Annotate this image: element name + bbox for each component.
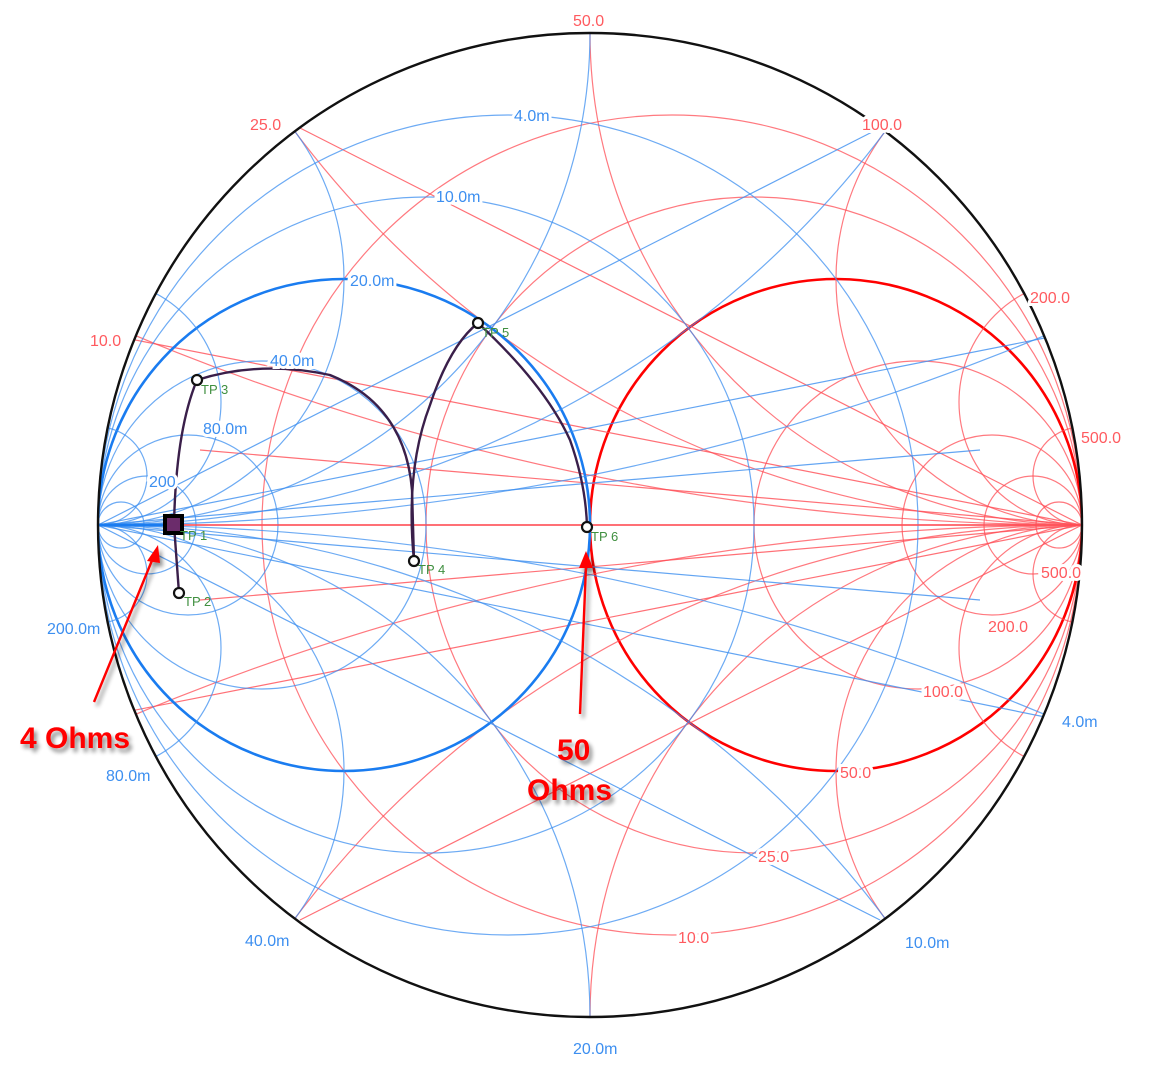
- annotation-4-ohms: 4 Ohms: [20, 545, 160, 755]
- label-r50-inner: 50.0: [840, 765, 871, 782]
- label-g40-top: 40.0m: [270, 353, 314, 370]
- label-g10-top: 10.0m: [436, 189, 480, 206]
- tp5-label: TP 5: [482, 325, 509, 340]
- label-r10-inner: 10.0: [678, 930, 709, 947]
- label-r500-inner: 500.0: [1041, 565, 1081, 582]
- annotation-4-ohms-text: 4 Ohms: [20, 722, 130, 755]
- label-g200-top: 200: [149, 474, 176, 491]
- label-r50-top: 50.0: [573, 13, 604, 30]
- label-g4-top: 4.0m: [514, 108, 550, 125]
- label-r10-top: 10.0: [90, 333, 121, 350]
- label-g20-bottom: 20.0m: [573, 1041, 617, 1058]
- impedance-labels: 50.0 25.0 100.0 10.0 200.0 500.0 500.0 2…: [87, 10, 1124, 950]
- trace-tp3-tp4: [196, 367, 416, 562]
- label-r25-top: 25.0: [250, 117, 281, 134]
- trace-tp5-tp6: [477, 322, 589, 528]
- label-g80-bottom: 80.0m: [106, 768, 150, 785]
- tp1-marker[interactable]: [163, 514, 184, 535]
- matching-trace: [172, 322, 589, 594]
- trace-tp1-tp2: [172, 524, 181, 594]
- tp3-marker[interactable]: [190, 373, 204, 387]
- tp2-marker[interactable]: [172, 586, 186, 600]
- label-g200-bottom: 200.0m: [47, 621, 100, 638]
- label-g10-bottom: 10.0m: [905, 935, 949, 952]
- label-r500-top: 500.0: [1081, 430, 1121, 447]
- trace-tp1-tp3: [172, 379, 199, 526]
- label-r100-top: 100.0: [862, 117, 902, 134]
- tp5-marker[interactable]: [471, 316, 485, 330]
- admittance-labels: 4.0m 10.0m 20.0m 40.0m 80.0m 200 200.0m …: [44, 105, 1101, 1061]
- tp3-label: TP 3: [201, 382, 228, 397]
- annotation-ohms-text: Ohms: [527, 774, 612, 807]
- unit-circle: [96, 31, 1084, 1019]
- label-r100-inner: 100.0: [923, 684, 963, 701]
- annotation-50-ohms: 50 Ohms: [527, 551, 612, 807]
- admittance-radials: [98, 127, 1061, 921]
- tp6-marker[interactable]: [580, 520, 594, 534]
- label-g4-bottom: 4.0m: [1062, 714, 1098, 731]
- tp6-label: TP 6: [591, 529, 618, 544]
- tp4-marker[interactable]: [407, 554, 421, 568]
- label-g20-top: 20.0m: [350, 273, 394, 290]
- label-r200-top: 200.0: [1030, 290, 1070, 307]
- label-g40-bottom: 40.0m: [245, 933, 289, 950]
- tp2-label: TP 2: [184, 594, 211, 609]
- label-r25-inner: 25.0: [758, 849, 789, 866]
- trace-tp4-tp5: [410, 322, 479, 562]
- tp1-label: TP 1: [180, 528, 207, 543]
- annotation-50-text: 50: [557, 734, 590, 767]
- tp4-label: TP 4: [418, 562, 445, 577]
- label-r200-inner: 200.0: [988, 619, 1028, 636]
- label-g80-top: 80.0m: [203, 421, 247, 438]
